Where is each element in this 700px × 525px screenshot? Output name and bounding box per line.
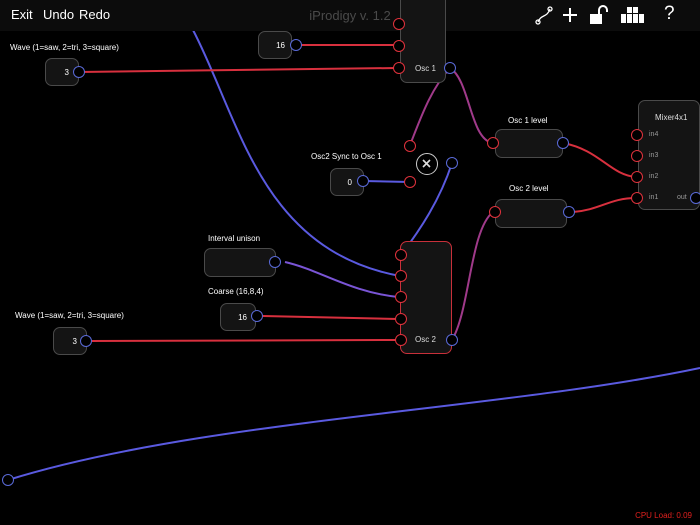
- osc2-in-port-5[interactable]: [395, 334, 407, 346]
- osc2-sync-value: 0: [347, 178, 352, 187]
- mixer-out-port[interactable]: [690, 192, 700, 204]
- osc1-level-in-port[interactable]: [487, 137, 499, 149]
- redo-button[interactable]: Redo: [79, 7, 111, 22]
- mixer-in4-label: in4: [649, 131, 659, 138]
- mixer-in3-label: in3: [649, 152, 659, 159]
- cable-bottom-long[interactable]: [7, 367, 700, 481]
- osc2-module[interactable]: Osc 2: [400, 241, 452, 354]
- cable-osc1-to-level[interactable]: [449, 67, 494, 144]
- osc2-level-in-port[interactable]: [489, 206, 501, 218]
- osc2-level-label: Osc 2 level: [509, 184, 549, 193]
- osc2-coarse-label: Coarse (16,8,4): [208, 287, 264, 296]
- osc1-in-port-2[interactable]: [393, 40, 405, 52]
- osc1-wave-label: Wave (1=saw, 2=tri, 3=square): [10, 43, 119, 52]
- plus-icon[interactable]: [560, 4, 580, 26]
- osc2-in-port-2[interactable]: [395, 270, 407, 282]
- osc1-wave-out-port[interactable]: [73, 66, 85, 78]
- cable-level2-to-mixer[interactable]: [572, 197, 637, 213]
- osc2-wave-value: 3: [72, 337, 77, 346]
- close-icon: [422, 159, 431, 168]
- osc2-wave-out-port[interactable]: [80, 335, 92, 347]
- offscreen-cable-port[interactable]: [2, 474, 14, 486]
- mixer-name: Mixer4x1: [655, 113, 688, 122]
- cpu-load-status: CPU Load: 0.09: [635, 511, 692, 520]
- osc2-wave-label: Wave (1=saw, 2=tri, 3=square): [15, 311, 124, 320]
- cable-level1-to-mixer[interactable]: [562, 142, 637, 178]
- cable-osc2-coarse[interactable]: [262, 315, 399, 320]
- osc2-coarse-out-port[interactable]: [251, 310, 263, 322]
- osc2-out-port[interactable]: [446, 334, 458, 346]
- mixer-in2-port[interactable]: [631, 171, 643, 183]
- undo-button[interactable]: Undo: [43, 7, 75, 22]
- osc1-name: Osc 1: [415, 64, 436, 73]
- osc2-in-port-3[interactable]: [395, 291, 407, 303]
- mixer-in3-port[interactable]: [631, 150, 643, 162]
- osc1-coarse-value: 16: [276, 41, 285, 50]
- mixer-in4-port[interactable]: [631, 129, 643, 141]
- osc2-sync-value-out-port[interactable]: [357, 175, 369, 187]
- osc1-wave-value: 3: [64, 68, 69, 77]
- osc2-sync-label: Osc2 Sync to Osc 1: [311, 152, 382, 161]
- osc2-level-out-port[interactable]: [563, 206, 575, 218]
- osc1-out-port[interactable]: [444, 62, 456, 74]
- osc2-name: Osc 2: [415, 335, 436, 344]
- osc2-in-port-4[interactable]: [395, 313, 407, 325]
- cable-osc2-wave[interactable]: [91, 339, 399, 342]
- patch-cable-icon[interactable]: [533, 4, 555, 26]
- osc1-in-port-3[interactable]: [393, 62, 405, 74]
- unlock-icon[interactable]: [588, 4, 608, 26]
- mixer-in2-label: in2: [649, 173, 659, 180]
- sync-in-port-2[interactable]: [404, 176, 416, 188]
- cable-osc1-wave[interactable]: [78, 67, 397, 73]
- exit-button[interactable]: Exit: [11, 7, 33, 22]
- cable-interval[interactable]: [284, 261, 399, 298]
- sync-in-port-1[interactable]: [404, 140, 416, 152]
- app-title: iProdigy v. 1.2: [309, 8, 391, 23]
- cable-sync-value[interactable]: [362, 180, 411, 183]
- cable-osc2-to-level[interactable]: [451, 211, 494, 341]
- osc1-level-module[interactable]: [495, 129, 563, 158]
- osc2-in-port-1[interactable]: [395, 249, 407, 261]
- mixer-in1-port[interactable]: [631, 192, 643, 204]
- cable-osc2-in-long[interactable]: [192, 29, 401, 277]
- osc2-level-module[interactable]: [495, 199, 567, 228]
- toolbar: Exit Undo Redo iProdigy v. 1.2 ?: [0, 0, 700, 31]
- osc1-coarse-out-port[interactable]: [290, 39, 302, 51]
- modules-grid-icon[interactable]: [619, 4, 645, 26]
- osc1-coarse-value-box[interactable]: 16: [258, 31, 292, 59]
- interval-unison-label: Interval unison: [208, 234, 261, 243]
- osc1-in-port-1[interactable]: [393, 18, 405, 30]
- mixer-out-label: out: [677, 194, 687, 201]
- interval-unison-module[interactable]: [204, 248, 276, 277]
- osc1-module[interactable]: Osc 1: [400, 0, 446, 83]
- osc2-coarse-value: 16: [238, 313, 247, 322]
- interval-unison-out-port[interactable]: [269, 256, 281, 268]
- help-icon[interactable]: ?: [664, 3, 675, 24]
- osc2-coarse-value-box[interactable]: 16: [220, 303, 256, 331]
- osc1-level-label: Osc 1 level: [508, 116, 548, 125]
- sync-out-port[interactable]: [446, 157, 458, 169]
- osc1-level-out-port[interactable]: [557, 137, 569, 149]
- delete-button[interactable]: [416, 153, 438, 175]
- mixer-in1-label: in1: [649, 194, 659, 201]
